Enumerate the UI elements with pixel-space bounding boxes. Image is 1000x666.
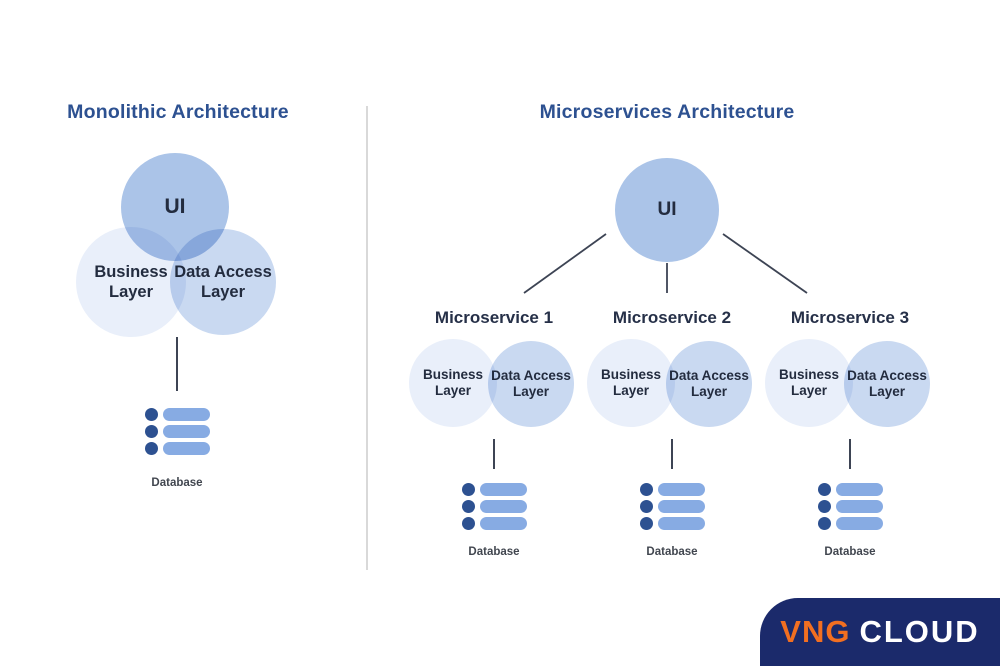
monolithic-business-circle: Business Layer [76,227,186,337]
db-dot-icon [462,483,475,496]
monolithic-ui-label: UI [164,195,186,219]
vng-cloud-logo: VNG CLOUD [760,598,1000,666]
db-bar-icon [836,500,883,513]
db-dot-icon [145,442,158,455]
microservice-1-database-label: Database [468,546,520,558]
microservice-1-data-access-label: Data Access Layer [491,367,571,399]
monolithic-database-label: Database [151,477,203,489]
microservices-title: Microservices Architecture [539,101,795,123]
db-bar-icon [480,483,527,496]
db-dot-icon [640,483,653,496]
monolithic-data-access-circle: Data Access Layer [170,229,276,335]
database-icon [818,483,883,530]
db-dot-icon [145,408,158,421]
microservice-3-database-label: Database [824,546,876,558]
microservice-1-business-label: Business Layer [422,366,484,398]
monolithic-data-access-label: Data Access Layer [174,262,272,301]
db-dot-icon [462,517,475,530]
microservice-1-name: Microservice 1 [434,308,554,327]
cloud-logo-text: CLOUD [859,614,980,649]
microservice-1-data-access-circle: Data Access Layer [488,341,574,427]
db-bar-icon [836,517,883,530]
database-icon [145,408,210,455]
monolithic-title: Monolithic Architecture [67,101,289,123]
db-dot-icon [818,517,831,530]
db-bar-icon [163,425,210,438]
microservice-3-business-circle: Business Layer [765,339,853,427]
vng-logo-text: VNG [780,614,851,649]
microservice-3-data-access-label: Data Access Layer [847,367,927,399]
db-dot-icon [818,483,831,496]
db-bar-icon [658,500,705,513]
microservices-ui-label: UI [657,199,677,221]
microservice-2-data-access-label: Data Access Layer [669,367,749,399]
db-dot-icon [818,500,831,513]
microservice-2-database-label: Database [646,546,698,558]
db-dot-icon [462,500,475,513]
microservice-2-data-access-circle: Data Access Layer [666,341,752,427]
microservice-3-name: Microservice 3 [790,308,910,327]
microservice-2-business-label: Business Layer [600,366,662,398]
database-icon [640,483,705,530]
db-dot-icon [145,425,158,438]
microservice-3-business-label: Business Layer [778,366,840,398]
db-bar-icon [163,408,210,421]
db-bar-icon [480,517,527,530]
db-dot-icon [640,500,653,513]
microservices-ui-circle: UI [615,158,719,262]
microservice-1-business-circle: Business Layer [409,339,497,427]
microservice-2-business-circle: Business Layer [587,339,675,427]
microservice-3-data-access-circle: Data Access Layer [844,341,930,427]
db-bar-icon [163,442,210,455]
monolithic-business-label: Business Layer [94,262,168,301]
db-bar-icon [480,500,527,513]
microservice-2-name: Microservice 2 [612,308,732,327]
db-bar-icon [658,517,705,530]
db-bar-icon [658,483,705,496]
db-dot-icon [640,517,653,530]
db-bar-icon [836,483,883,496]
database-icon [462,483,527,530]
